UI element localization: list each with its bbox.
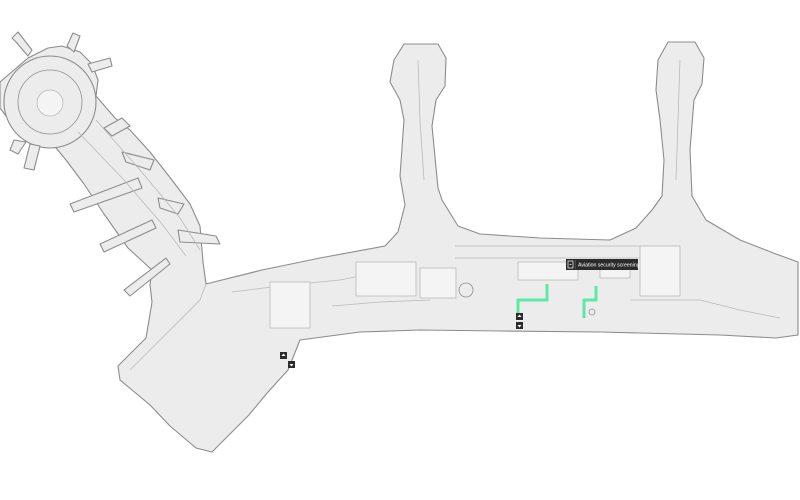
elevator-marker[interactable]	[516, 313, 523, 320]
poi-security-screening[interactable]: Aviation security screening	[566, 259, 640, 270]
poi-label: Aviation security screening	[578, 263, 640, 269]
elevator-marker[interactable]	[516, 322, 523, 329]
elevator-marker[interactable]	[280, 352, 287, 359]
terminal-floor	[0, 31, 799, 453]
security-checkpoint-icon	[567, 260, 574, 269]
elevator-icon	[289, 364, 294, 367]
walking-route	[516, 284, 598, 318]
elevator-icon	[517, 314, 522, 317]
elevator-icon	[281, 353, 286, 356]
elevator-marker[interactable]	[288, 361, 295, 368]
elevator-icon	[517, 325, 522, 328]
interior-walls	[77, 59, 781, 371]
